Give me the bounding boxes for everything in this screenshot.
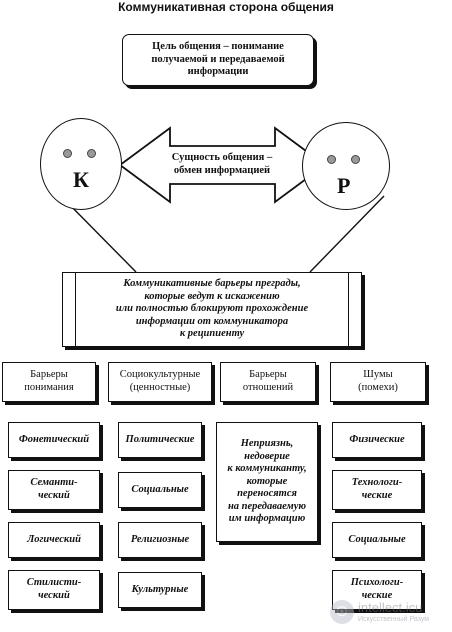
watermark-name: intellect.icu (358, 600, 423, 615)
relations-box: Неприязнь, недоверие к коммуниканту, кот… (216, 422, 318, 542)
barriers-text: Коммуникативные барьеры преграды, которы… (115, 278, 309, 340)
sociocultural-item: Религиозные (118, 522, 202, 558)
category-understanding: Барьеры понимания (2, 362, 96, 402)
category-noise: Шумы (помехи) (330, 362, 426, 402)
noise-item: Технологи- ческие (332, 470, 422, 510)
sociocultural-item: Политические (118, 422, 202, 458)
essence-label: Сущность общения – обмен информацией (160, 150, 284, 180)
left-eye-icon (63, 149, 72, 158)
sociocultural-item: Культурные (118, 572, 202, 608)
sociocultural-item: Социальные (118, 472, 202, 508)
watermark-logo-icon: ☉ (330, 600, 354, 624)
category-relations: Барьеры отношений (220, 362, 316, 402)
understanding-item: Семанти- ческий (8, 470, 100, 510)
recipient-letter: Р (337, 173, 351, 198)
recipient-face: Р (302, 122, 390, 210)
noise-item: Психологи- ческие (332, 570, 422, 610)
relations-text: Неприязнь, недоверие к коммуниканту, кот… (227, 437, 307, 525)
goal-box: Цель общения – понимание получаемой и пе… (122, 34, 314, 86)
communicator-letter: К (73, 167, 89, 192)
category-sociocultural: Социокультурные (ценностные) (108, 362, 212, 402)
right-eye-icon (351, 155, 360, 164)
left-eye-icon (327, 155, 336, 164)
essence-text: Сущность общения – обмен информацией (171, 152, 273, 176)
noise-item: Социальные (332, 522, 422, 558)
watermark: ☉ intellect.icu Искусственный Разум (330, 598, 450, 628)
right-divider (348, 273, 349, 346)
understanding-item: Стилисти- ческий (8, 570, 100, 610)
goal-text: Цель общения – понимание получаемой и пе… (151, 41, 285, 78)
diagram-title: Коммуникативная сторона общения (118, 0, 334, 14)
communicator-face: К (40, 118, 122, 210)
watermark-subtitle: Искусственный Разум (358, 616, 430, 623)
right-connector-line (309, 195, 385, 273)
right-eye-icon (87, 149, 96, 158)
barriers-box: Коммуникативные барьеры преграды, которы… (62, 272, 362, 347)
left-divider (75, 273, 76, 346)
understanding-item: Логический (8, 522, 100, 558)
understanding-item: Фонетический (8, 422, 100, 458)
noise-item: Физические (332, 422, 422, 458)
